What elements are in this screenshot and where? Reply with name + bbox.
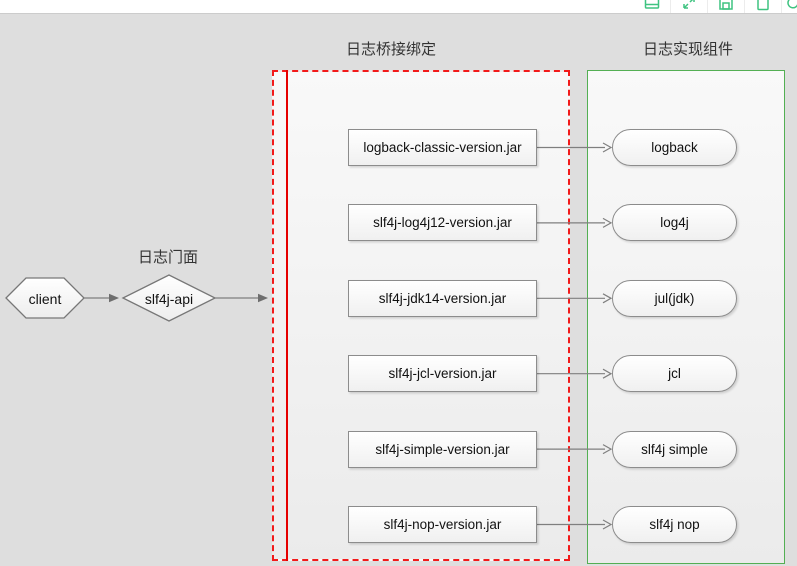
- impl-node[interactable]: jul(jdk): [612, 279, 737, 317]
- toolbar-button[interactable]: [670, 0, 707, 13]
- red-guideline: [286, 70, 288, 561]
- client-node-label: client: [28, 291, 62, 307]
- bridge-binding-title: 日志桥接绑定: [345, 41, 436, 58]
- bridge-jar-node[interactable]: slf4j-nop-version.jar: [348, 506, 537, 543]
- toolbar-button[interactable]: [744, 0, 781, 13]
- impl-node[interactable]: log4j: [612, 204, 737, 242]
- impl-node[interactable]: logback: [612, 129, 737, 166]
- bridge-jar-node[interactable]: slf4j-simple-version.jar: [348, 430, 537, 468]
- toolbar-button[interactable]: [707, 0, 744, 13]
- slf4j-api-node-label: slf4j-api: [144, 291, 194, 307]
- toolbar-button[interactable]: [634, 0, 670, 13]
- toolbar-buttons: [634, 0, 797, 13]
- impl-node[interactable]: jcl: [612, 355, 737, 393]
- toolbar: [0, 0, 797, 14]
- bridge-jar-node[interactable]: slf4j-log4j12-version.jar: [348, 204, 537, 242]
- impl-node[interactable]: slf4j simple: [612, 430, 737, 468]
- arrow-client-to-api: [84, 293, 119, 303]
- bridge-jar-node[interactable]: logback-classic-version.jar: [348, 129, 537, 166]
- implementation-title: 日志实现组件: [642, 41, 733, 58]
- impl-node[interactable]: slf4j nop: [612, 506, 737, 543]
- facade-title: 日志门面: [137, 249, 198, 266]
- bridge-jar-node[interactable]: slf4j-jdk14-version.jar: [348, 279, 537, 317]
- arrow-api-to-bridge: [215, 293, 268, 303]
- toolbar-button[interactable]: [781, 0, 797, 13]
- bridge-jar-node[interactable]: slf4j-jcl-version.jar: [348, 355, 537, 393]
